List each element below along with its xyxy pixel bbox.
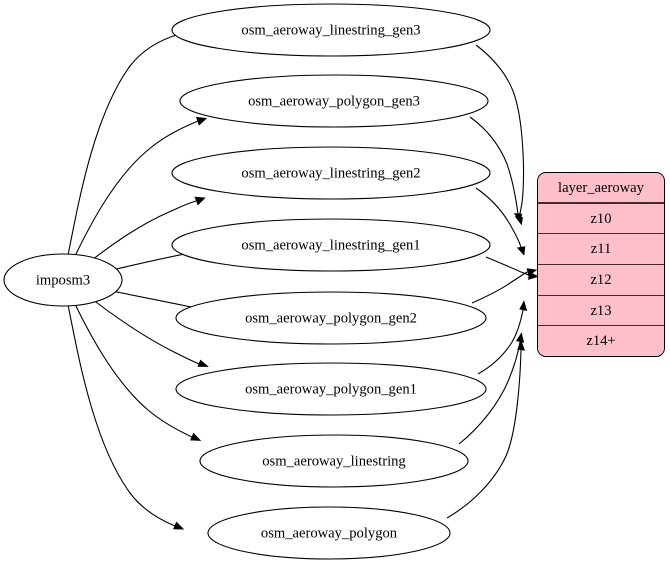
edge-polygon-to-z14 xyxy=(446,349,522,519)
arrowhead-z12-b xyxy=(526,268,538,277)
node-osm-aeroway-linestring-gen1[interactable]: osm_aeroway_linestring_gen1 xyxy=(171,218,491,272)
node-osm-aeroway-polygon-gen3[interactable]: osm_aeroway_polygon_gen3 xyxy=(179,74,489,128)
edge-imposm3-to-polygon-gen3 xyxy=(73,120,199,259)
node-layer-aeroway-table[interactable]: layer_aeroway z10 z11 z12 z13 z14+ xyxy=(537,172,665,357)
node-linestring-gen3-shape[interactable] xyxy=(171,3,491,57)
node-linestring-gen1-label: osm_aeroway_linestring_gen1 xyxy=(241,237,420,253)
arrowhead-z11 xyxy=(516,246,526,256)
arrowhead-linestring-gen2 xyxy=(194,196,206,206)
node-polygon-gen3-shape[interactable] xyxy=(179,74,489,128)
edge-polygon-gen3-to-z10 xyxy=(469,116,519,215)
node-polygon-gen2-shape[interactable] xyxy=(175,291,487,345)
table-header-layer-aeroway: layer_aeroway xyxy=(538,173,664,204)
node-imposm3[interactable]: imposm3 xyxy=(3,253,123,307)
arrowhead-polygon-gen1 xyxy=(197,359,209,367)
node-polygon-gen3-label: osm_aeroway_polygon_gen3 xyxy=(248,93,420,109)
table-row-z12[interactable]: z12 xyxy=(538,265,664,296)
edge-linestring-to-z14 xyxy=(458,341,521,445)
edge-group-nodes-to-table xyxy=(446,44,539,519)
arrowhead-linestring xyxy=(190,432,202,441)
node-osm-aeroway-linestring-gen3[interactable]: osm_aeroway_linestring_gen3 xyxy=(171,3,491,57)
node-linestring-label: osm_aeroway_linestring xyxy=(262,453,406,469)
node-linestring-gen1-shape[interactable] xyxy=(171,218,491,272)
table-row-z10[interactable]: z10 xyxy=(538,203,664,235)
edge-linestring-gen2-to-z11 xyxy=(475,187,522,248)
edge-linestring-gen3-to-z10 xyxy=(475,44,524,219)
node-polygon-gen2-label: osm_aeroway_polygon_gen2 xyxy=(245,310,417,326)
edge-imposm3-to-polygon xyxy=(67,304,176,527)
table-row-z11[interactable]: z11 xyxy=(538,234,664,266)
node-polygon-label: osm_aeroway_polygon xyxy=(261,525,398,541)
edge-imposm3-to-linestring-gen2 xyxy=(86,200,197,265)
node-osm-aeroway-linestring[interactable]: osm_aeroway_linestring xyxy=(199,434,469,488)
node-linestring-gen2-label: osm_aeroway_linestring_gen2 xyxy=(241,165,420,181)
node-imposm3-label: imposm3 xyxy=(36,272,90,288)
node-polygon-gen1-shape[interactable] xyxy=(175,362,487,416)
node-osm-aeroway-polygon-gen2[interactable]: osm_aeroway_polygon_gen2 xyxy=(175,291,487,345)
arrowhead-polygon-gen3 xyxy=(195,116,208,126)
node-linestring-shape[interactable] xyxy=(199,434,469,488)
table-row-z13[interactable]: z13 xyxy=(538,295,664,327)
arrowhead-z14-a xyxy=(516,332,525,343)
edge-linestring-gen1-to-z12 xyxy=(485,256,531,277)
node-linestring-gen3-label: osm_aeroway_linestring_gen3 xyxy=(241,22,420,38)
edge-imposm3-to-polygon-gen1 xyxy=(87,295,200,365)
node-imposm3-shape[interactable] xyxy=(3,253,123,307)
edge-imposm3-to-linestring xyxy=(73,301,193,438)
edge-imposm3-to-linestring-gen3 xyxy=(67,33,181,256)
edge-polygon-gen2-to-z12 xyxy=(471,271,528,304)
node-osm-aeroway-linestring-gen2[interactable]: osm_aeroway_linestring_gen2 xyxy=(171,146,491,200)
node-linestring-gen2-shape[interactable] xyxy=(171,146,491,200)
arrowhead-z10-b xyxy=(513,213,522,224)
table-row-z14plus[interactable]: z14+ xyxy=(538,326,664,356)
arrowhead-z14-b xyxy=(517,340,526,351)
node-polygon-shape[interactable] xyxy=(207,506,451,560)
node-osm-aeroway-polygon[interactable]: osm_aeroway_polygon xyxy=(207,506,451,560)
arrowhead-z13 xyxy=(519,300,528,311)
node-polygon-gen1-label: osm_aeroway_polygon_gen1 xyxy=(245,381,417,397)
arrowhead-polygon xyxy=(173,521,185,530)
edge-polygon-gen1-to-z13 xyxy=(477,309,524,375)
node-osm-aeroway-polygon-gen1[interactable]: osm_aeroway_polygon_gen1 xyxy=(175,362,487,416)
